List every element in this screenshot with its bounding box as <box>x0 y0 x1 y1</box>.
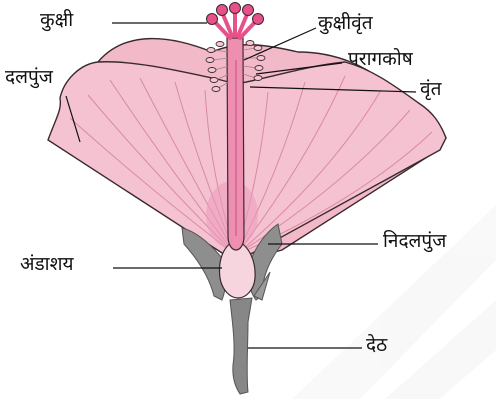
label-anther: परागकोष <box>348 50 413 69</box>
stalk <box>230 298 252 394</box>
petal-left <box>48 62 236 262</box>
label-style: कुक्षीवृंत <box>318 14 373 33</box>
label-filament: वृंत <box>420 80 441 99</box>
label-sepals: निदलपुंज <box>383 232 446 251</box>
label-stalk: देठ <box>366 336 387 355</box>
label-ovary: अंडाशय <box>20 255 74 274</box>
label-petals: दलपुंज <box>5 68 53 87</box>
label-stigma: कुक्षी <box>40 11 73 30</box>
